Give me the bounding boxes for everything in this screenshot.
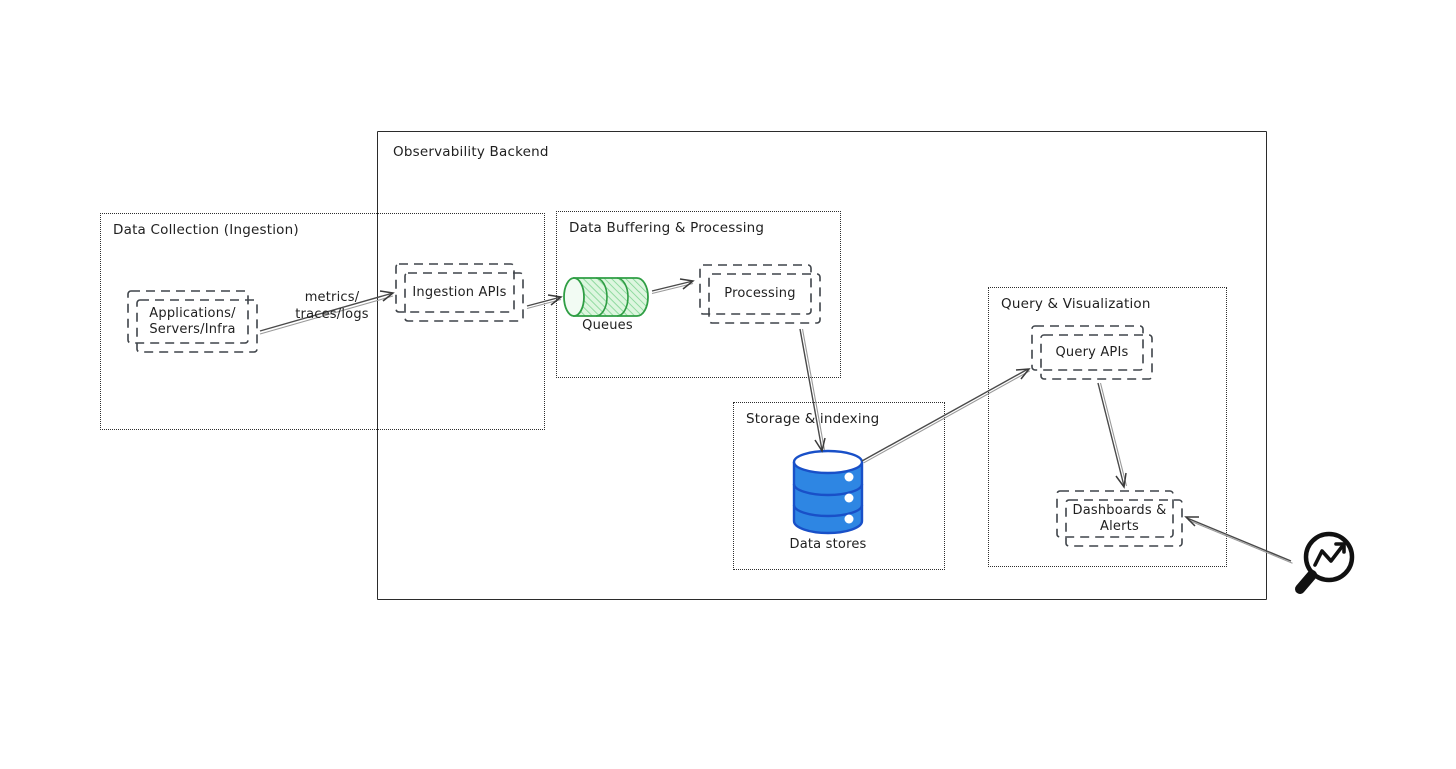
group-data-collection: Data Collection (Ingestion) <box>100 213 545 430</box>
query-apis-text: Query APIs <box>1055 344 1129 360</box>
dashboards-line1: Dashboards & <box>1072 502 1167 518</box>
dashboards-line2: Alerts <box>1100 518 1139 534</box>
edge-label-metrics-traces-logs: metrics/ traces/logs <box>282 289 382 323</box>
group-title-data-buffering: Data Buffering & Processing <box>569 220 765 236</box>
metrics-line2: traces/logs <box>295 307 369 322</box>
node-label-query-apis: Query APIs <box>1032 326 1152 379</box>
data-stores-label: Data stores <box>789 537 867 552</box>
node-label-applications: Applications/ Servers/Infra <box>128 291 257 352</box>
group-title-query-visualization: Query & Visualization <box>1001 296 1151 312</box>
queues-label: Queues <box>582 318 633 333</box>
group-title-data-collection: Data Collection (Ingestion) <box>113 222 299 238</box>
group-title-storage-indexing: Storage & indexing <box>746 411 880 427</box>
metrics-line1: metrics/ <box>304 290 360 305</box>
ingestion-apis-text: Ingestion APIs <box>412 284 507 300</box>
node-label-ingestion-apis: Ingestion APIs <box>396 264 523 321</box>
observability-backend-container: Observability Backend <box>377 131 1267 600</box>
node-label-processing: Processing <box>700 265 820 323</box>
backend-title: Observability Backend <box>393 144 549 160</box>
processing-text: Processing <box>724 286 796 301</box>
magnifying-glass-trend-icon <box>1295 531 1355 594</box>
applications-line2: Servers/Infra <box>149 321 236 337</box>
applications-line1: Applications/ <box>149 305 236 321</box>
node-label-dashboards: Dashboards & Alerts <box>1057 491 1182 546</box>
